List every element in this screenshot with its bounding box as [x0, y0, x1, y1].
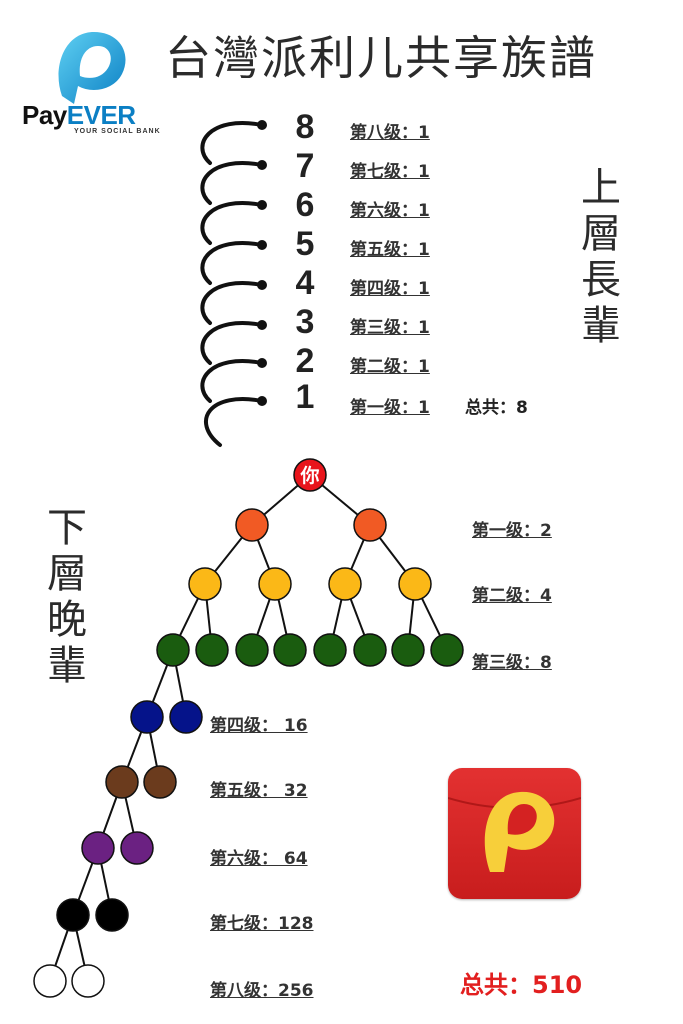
tree-node — [430, 633, 464, 667]
upper-level-number: 8 — [295, 108, 315, 146]
upper-level-label: 第三级：1 — [350, 318, 430, 338]
lower-level-label: 第二级：4 — [472, 586, 552, 606]
upper-level-label: 第一级：1 — [350, 398, 430, 418]
tree-node — [258, 567, 292, 601]
tree-node — [169, 700, 203, 734]
tree-node — [235, 508, 269, 542]
tree-node — [143, 765, 177, 799]
upper-level-label: 第六级：1 — [350, 201, 430, 221]
tree-root-label: 你 — [299, 464, 319, 487]
ancestor-spiral — [200, 120, 267, 447]
tree-node — [71, 964, 105, 998]
upper-side-label: 上層長輩 — [581, 165, 621, 349]
lower-level-label: 第一级：2 — [472, 521, 552, 541]
tree-node — [130, 700, 164, 734]
tree-node — [353, 508, 387, 542]
lower-level-label: 第三级：8 — [472, 653, 552, 673]
tree-node — [81, 831, 115, 865]
payever-app-icon — [447, 768, 582, 899]
tree-node — [195, 633, 229, 667]
upper-level-label: 第八级：1 — [350, 123, 430, 143]
tree-node — [56, 898, 90, 932]
tree-node — [328, 567, 362, 601]
lower-side-label: 下層晚輩 — [47, 505, 87, 689]
lower-level-label: 第五级： 32 — [210, 781, 308, 801]
lower-level-label: 第八级：256 — [210, 981, 314, 1001]
upper-level-number: 2 — [295, 342, 315, 380]
upper-total: 总共：8 — [465, 398, 528, 418]
lower-level-label: 第六级： 64 — [210, 849, 308, 869]
tree-node — [156, 633, 190, 667]
page-title: 台灣派利儿共享族譜 — [165, 31, 597, 85]
brand-name-ever: EVER — [66, 100, 136, 130]
tree-node — [33, 964, 67, 998]
brand-tagline: YOUR SOCIAL BANK — [74, 128, 161, 135]
tree-node — [235, 633, 269, 667]
upper-level-label: 第五级：1 — [350, 240, 430, 260]
tree-node — [273, 633, 307, 667]
tree-node — [95, 898, 129, 932]
tree-node — [105, 765, 139, 799]
lower-level-label: 第四级： 16 — [210, 716, 308, 736]
lower-level-label: 第七级：128 — [210, 914, 314, 934]
brand-name: PayEVER — [22, 100, 136, 131]
descendant-tree: 你 — [33, 458, 464, 998]
upper-level-label: 第二级：1 — [350, 357, 430, 377]
payever-p-logo-icon — [58, 32, 126, 104]
tree-node — [391, 633, 425, 667]
upper-level-number: 6 — [295, 186, 315, 224]
tree-node — [398, 567, 432, 601]
tree-node — [313, 633, 347, 667]
upper-level-label: 第七级：1 — [350, 162, 430, 182]
upper-level-number: 3 — [295, 303, 315, 341]
lower-total: 总共：510 — [460, 971, 583, 999]
tree-node — [120, 831, 154, 865]
upper-level-number: 7 — [295, 147, 315, 185]
upper-level-label: 第四级：1 — [350, 279, 430, 299]
tree-node — [353, 633, 387, 667]
brand-name-pay: Pay — [22, 100, 67, 130]
tree-node — [188, 567, 222, 601]
tree-root-node — [293, 458, 327, 492]
upper-level-number: 5 — [295, 225, 315, 263]
upper-level-number: 4 — [295, 264, 315, 302]
upper-level-number: 1 — [295, 378, 315, 416]
